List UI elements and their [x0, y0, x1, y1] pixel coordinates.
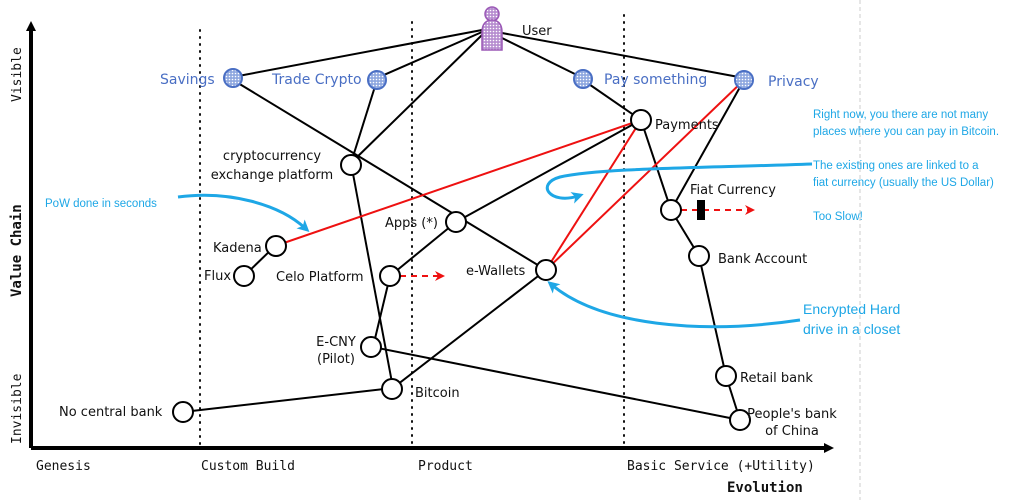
- node-ecny[interactable]: [360, 336, 382, 358]
- label-fiat: Fiat Currency: [690, 183, 776, 198]
- need-node-trade[interactable]: [367, 70, 387, 90]
- x-axis-title: Evolution: [727, 480, 803, 496]
- node-payments[interactable]: [630, 109, 652, 131]
- existing-arrow: [545, 162, 813, 204]
- stage-product: Product: [418, 459, 473, 474]
- stage-custom-build: Custom Build: [201, 459, 295, 474]
- link-privacy-fiat: [670, 79, 745, 211]
- highlight-links: [274, 79, 745, 271]
- annotation-existing-1: The existing ones are linked to a: [813, 160, 979, 172]
- link-payments-apps: [455, 119, 642, 223]
- link-nocentral-bitcoin: [182, 387, 394, 413]
- link-bank-retail: [698, 255, 727, 377]
- node-pboc[interactable]: [729, 409, 751, 431]
- label-ewallets: e-Wallets: [466, 264, 525, 279]
- node-apps[interactable]: [445, 211, 467, 233]
- label-ecny-1: E-CNY: [316, 335, 356, 350]
- label-pboc-1: People's bank: [747, 407, 837, 422]
- node-ewallets[interactable]: [535, 259, 557, 281]
- label-bitcoin: Bitcoin: [415, 386, 460, 401]
- hard-drive-arrow: [547, 281, 801, 329]
- y-label-visible: Visible: [10, 47, 25, 102]
- label-pboc-2: of China: [765, 424, 819, 439]
- annotations: PoW done in seconds Right now, you there…: [45, 109, 999, 337]
- annotation-existing-2: fiat currency (usually the US Dollar): [813, 177, 994, 189]
- component-labels: Payments cryptocurrency exchange platfor…: [59, 118, 837, 439]
- user-label: User: [522, 24, 552, 39]
- annotation-right-now-1: Right now, you there are not many: [813, 109, 988, 121]
- link-user-savings: [232, 29, 483, 78]
- link-ewallets-bitcoin: [392, 269, 547, 389]
- need-node-pay[interactable]: [573, 69, 593, 89]
- node-retail[interactable]: [715, 365, 737, 387]
- label-retail: Retail bank: [740, 371, 813, 386]
- need-label-privacy: Privacy: [768, 74, 819, 90]
- need-label-pay: Pay something: [604, 72, 707, 88]
- annotation-too-slow: Too Slow!: [813, 211, 863, 223]
- y-label-invisible: Invisible: [10, 373, 25, 444]
- link-kadena-payments: [274, 119, 642, 247]
- need-node-privacy[interactable]: [734, 70, 754, 90]
- need-label-trade: Trade Crypto: [271, 72, 362, 88]
- link-savings-ewallets: [232, 79, 547, 271]
- node-bitcoin[interactable]: [381, 378, 403, 400]
- link-ecny-pboc: [372, 346, 741, 421]
- needs: Savings Trade Crypto Pay something Priva…: [160, 68, 819, 90]
- stage-genesis: Genesis: [36, 459, 91, 474]
- node-flux[interactable]: [233, 265, 255, 287]
- evolve-arrows: [400, 205, 755, 281]
- label-kadena: Kadena: [213, 241, 262, 256]
- link-ewallets-privacy: [545, 79, 745, 271]
- stage-dividers: [199, 14, 625, 449]
- axes: [26, 21, 834, 453]
- label-nocentral: No central bank: [59, 405, 163, 420]
- link-user-privacy: [501, 32, 745, 79]
- user-icon-head: [484, 6, 500, 22]
- label-ecny-2: (Pilot): [317, 352, 355, 367]
- annotation-pow: PoW done in seconds: [45, 198, 157, 210]
- user-node[interactable]: User: [481, 6, 552, 51]
- link-celo-ecny: [372, 275, 391, 348]
- label-flux: Flux: [204, 269, 231, 284]
- need-label-savings: Savings: [160, 72, 215, 88]
- user-icon-body: [481, 19, 503, 51]
- link-ewallets-payments: [545, 119, 642, 271]
- label-exchange-1: cryptocurrency: [223, 149, 321, 164]
- label-exchange-2: exchange platform: [211, 168, 333, 183]
- link-user-exchange: [350, 34, 483, 164]
- components: [172, 109, 751, 431]
- node-fiat[interactable]: [660, 199, 682, 221]
- annotation-hard-drive-2: drive in a closet: [803, 321, 900, 337]
- link-user-pay: [501, 37, 584, 79]
- link-pay-payments: [582, 79, 642, 121]
- y-axis-title: Value Chain: [9, 204, 25, 297]
- need-node-savings[interactable]: [223, 68, 243, 88]
- annotation-hard-drive-1: Encrypted Hard: [803, 301, 900, 317]
- node-celo[interactable]: [379, 265, 401, 287]
- label-bank: Bank Account: [718, 252, 807, 267]
- node-exchange[interactable]: [340, 154, 362, 176]
- link-user-trade: [376, 31, 483, 79]
- link-apps-celo: [389, 221, 457, 277]
- label-celo: Celo Platform: [276, 270, 364, 285]
- node-nocentral[interactable]: [172, 401, 194, 423]
- label-payments: Payments: [655, 118, 719, 133]
- annotation-right-now-2: places where you can pay in Bitcoin.: [813, 126, 999, 138]
- pow-arrow: [177, 193, 310, 233]
- axis-labels: Visible Value Chain Invisible Genesis Cu…: [9, 47, 815, 496]
- node-kadena[interactable]: [265, 235, 287, 257]
- link-trade-exchange: [350, 79, 378, 164]
- stage-basic-service: Basic Service (+Utility): [627, 459, 815, 474]
- annotation-arrows: [177, 162, 813, 329]
- inertia-bar: [697, 200, 705, 220]
- node-bank[interactable]: [688, 245, 710, 267]
- label-apps: Apps (*): [385, 216, 438, 231]
